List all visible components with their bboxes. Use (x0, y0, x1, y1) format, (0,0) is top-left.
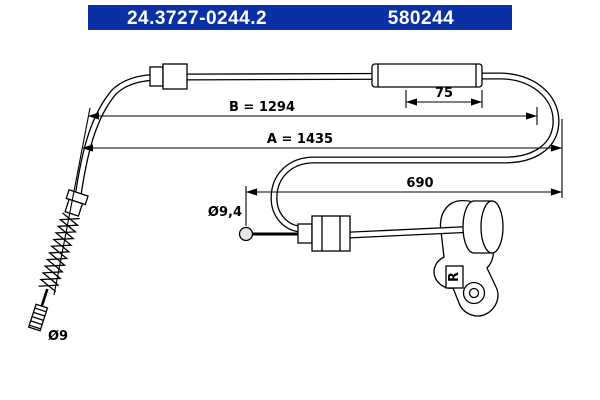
cable-ball-end (238, 226, 254, 242)
header-bar: 24.3727-0244.2 580244 (88, 5, 512, 30)
part-number: 24.3727-0244.2 (127, 8, 267, 29)
thread-hatching (29, 307, 47, 330)
adjuster-assembly (238, 215, 351, 252)
thread-diameter-label: Ø9 (48, 329, 68, 344)
header-bar-background (88, 5, 512, 30)
bracket-hole-inner (468, 287, 480, 299)
dimension-b-label: B = 1294 (229, 100, 295, 115)
r-marking: R (447, 272, 462, 282)
ball-diameter-label: Ø9,4 (208, 205, 242, 220)
end-rod (40, 288, 49, 307)
dimension-690-label: 690 (406, 176, 433, 191)
dimension-a-label: A = 1435 (267, 132, 333, 147)
protective-sleeve (371, 63, 483, 88)
adjuster-body (311, 215, 351, 252)
cable-drawing: R B = 1294 A = 1435 690 75 Ø9,4 Ø9 (27, 63, 563, 344)
adjuster-collar (297, 223, 313, 244)
r-marking-box (445, 265, 464, 289)
cable-clip (149, 63, 188, 90)
cable-lower-sheath-core (349, 226, 479, 238)
dimension-75-label: 75 (435, 86, 453, 101)
extension-line-left (53, 107, 91, 296)
grommet-bushing (462, 200, 504, 254)
bracket-details: R (445, 265, 486, 305)
reference-number: 580244 (388, 8, 454, 29)
dimensions: B = 1294 A = 1435 690 75 Ø9,4 Ø9 (48, 86, 563, 344)
boot-fitting-body (64, 198, 84, 217)
bracket-hole (462, 281, 486, 305)
